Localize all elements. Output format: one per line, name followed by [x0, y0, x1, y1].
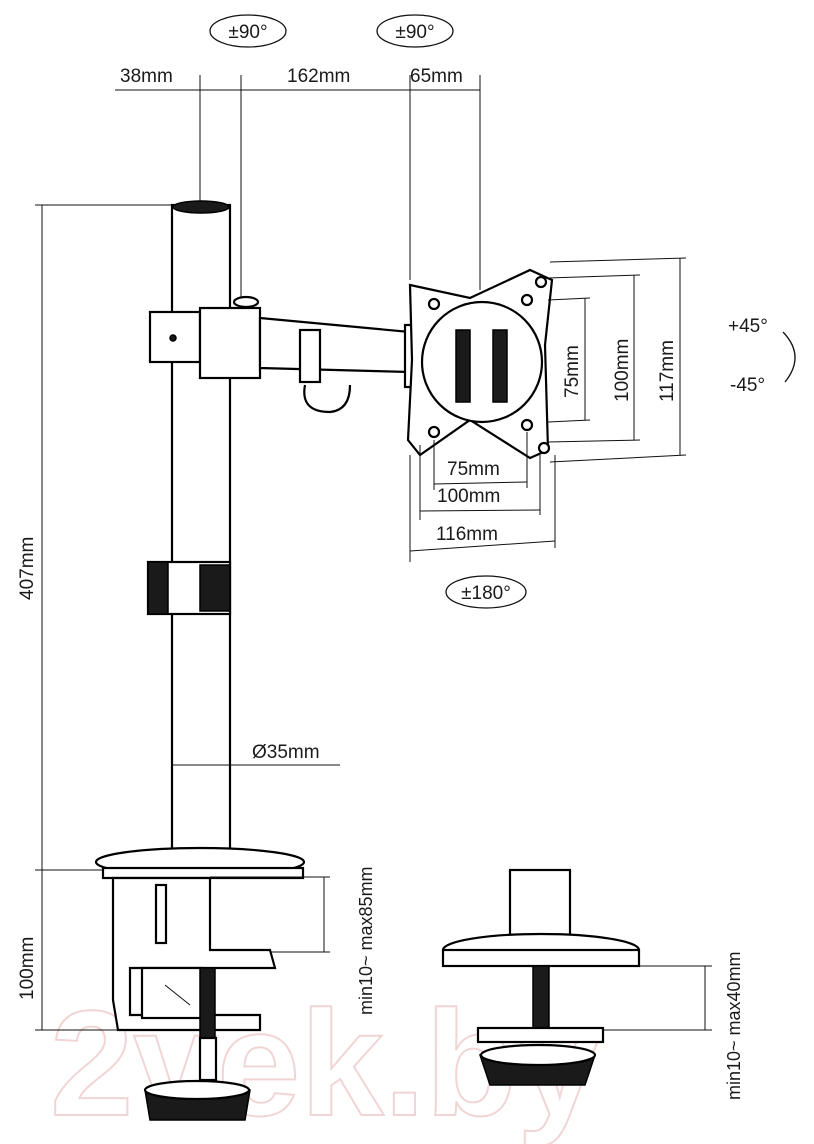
svg-text:±90°: ±90° — [395, 22, 434, 43]
pole-rotation-label: ±90° — [376, 14, 454, 48]
vesa-75-width: 75mm — [447, 459, 500, 480]
height-dimension: 407mm — [17, 204, 175, 871]
clamp-dimensions: 100mm min10~ max85mm — [17, 866, 376, 1031]
arm-rotation-label: ±90° — [209, 14, 287, 48]
tilt-down-label: -45° — [730, 375, 765, 396]
height-collar — [146, 560, 232, 616]
vesa-plate — [406, 268, 554, 460]
svg-text:±90°: ±90° — [228, 22, 267, 43]
grommet-mount — [441, 868, 641, 1086]
vesa-100-height: 100mm — [612, 339, 633, 402]
vesa-vertical-dims: 75mm 100mm 117mm — [547, 257, 687, 463]
vesa-116-width: 116mm — [436, 524, 498, 545]
svg-text:±180°: ±180° — [461, 583, 511, 604]
arm — [148, 295, 432, 414]
tilt-up-label: +45° — [728, 316, 768, 337]
grommet-dimensions: min10~ max40mm — [603, 951, 744, 1100]
dim-diameter: Ø35mm — [252, 742, 320, 763]
grommet-range: min10~ max40mm — [724, 951, 744, 1100]
clamp-100: 100mm — [17, 937, 38, 1000]
desk-clamp — [94, 846, 306, 1121]
vesa-117-height: 117mm — [657, 340, 678, 402]
vesa-100-width: 100mm — [437, 486, 500, 507]
clamp-range: min10~ max85mm — [356, 866, 376, 1015]
dim-162: 162mm — [287, 66, 350, 87]
top-dimensions: 38mm 162mm 65mm — [115, 66, 481, 300]
dim-65: 65mm — [410, 66, 463, 87]
plate-rotation-label: ±180° — [445, 575, 527, 609]
dim-38: 38mm — [120, 66, 173, 87]
dim-407: 407mm — [17, 537, 38, 600]
vesa-horizontal-dims: 75mm 100mm 116mm — [409, 432, 556, 562]
vesa-75-height: 75mm — [562, 345, 583, 398]
tilt-labels: +45° -45° — [728, 316, 796, 396]
